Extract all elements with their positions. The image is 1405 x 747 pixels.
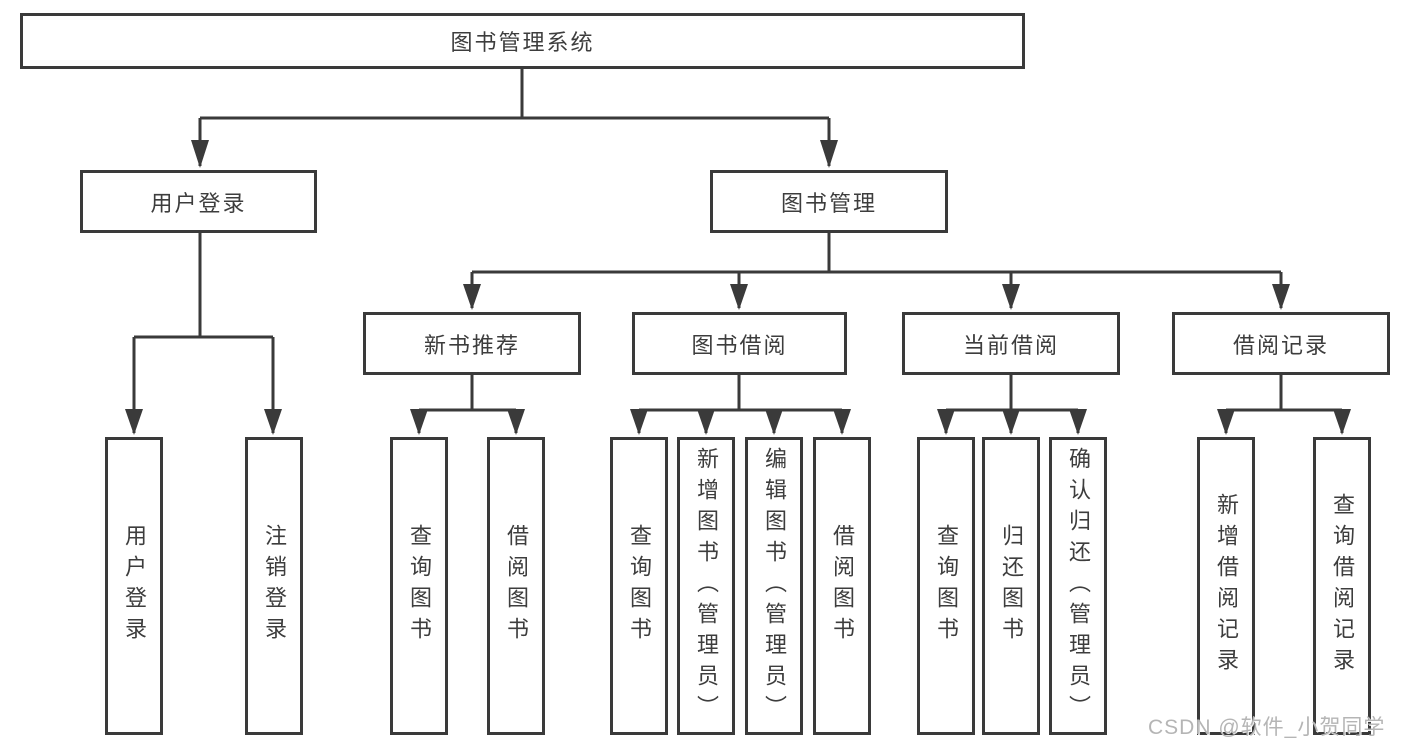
- node-label: 用户登录: [122, 524, 147, 648]
- leaf-borrow-books: 借阅图书: [813, 437, 871, 735]
- node-label: 新增借阅记录: [1214, 493, 1239, 679]
- node-label: 图书管理: [780, 190, 877, 216]
- node-label: 归还图书: [999, 524, 1024, 648]
- leaf-query-books-recommend: 查询图书: [390, 437, 448, 735]
- node-current-borrowing: 当前借阅: [902, 312, 1120, 375]
- node-label: 图书借阅: [691, 332, 788, 358]
- node-label: 注销登录: [262, 524, 287, 648]
- node-label: 用户登录: [150, 190, 247, 216]
- node-label: 新书推荐: [423, 332, 520, 358]
- node-label: 确认归还（管理员）: [1066, 446, 1091, 726]
- leaf-query-borrow-record: 查询借阅记录: [1313, 437, 1371, 735]
- node-library-system: 图书管理系统: [20, 13, 1025, 69]
- node-label: 当前借阅: [962, 332, 1059, 358]
- leaf-confirm-return-admin: 确认归还（管理员）: [1049, 437, 1107, 735]
- node-new-book-recommend: 新书推荐: [363, 312, 581, 375]
- leaf-query-books-borrow: 查询图书: [610, 437, 668, 735]
- node-label: 借阅图书: [504, 524, 529, 648]
- leaf-user-login: 用户登录: [105, 437, 163, 735]
- connector-lines: [132, 69, 1344, 433]
- node-borrowing-records: 借阅记录: [1172, 312, 1390, 375]
- node-book-management: 图书管理: [710, 170, 948, 233]
- leaf-edit-book-admin: 编辑图书（管理员）: [745, 437, 803, 735]
- leaf-query-books-current: 查询图书: [917, 437, 975, 735]
- node-label: 查询图书: [627, 524, 652, 648]
- leaf-return-book: 归还图书: [982, 437, 1040, 735]
- node-user-login: 用户登录: [80, 170, 317, 233]
- node-label: 查询图书: [934, 524, 959, 648]
- node-label: 图书管理系统: [450, 30, 595, 55]
- node-label: 借阅记录: [1232, 332, 1329, 358]
- node-book-borrowing: 图书借阅: [632, 312, 847, 375]
- leaf-add-book-admin: 新增图书（管理员）: [677, 437, 735, 735]
- node-label: 查询借阅记录: [1330, 493, 1355, 679]
- leaf-borrow-books-recommend: 借阅图书: [487, 437, 545, 735]
- leaf-add-borrow-record: 新增借阅记录: [1197, 437, 1255, 735]
- node-label: 新增图书（管理员）: [694, 446, 719, 726]
- node-label: 查询图书: [407, 524, 432, 648]
- leaf-logout: 注销登录: [245, 437, 303, 735]
- node-label: 借阅图书: [830, 524, 855, 648]
- watermark: CSDN @软件_小贺同学: [1148, 716, 1386, 739]
- node-label: 编辑图书（管理员）: [762, 446, 787, 726]
